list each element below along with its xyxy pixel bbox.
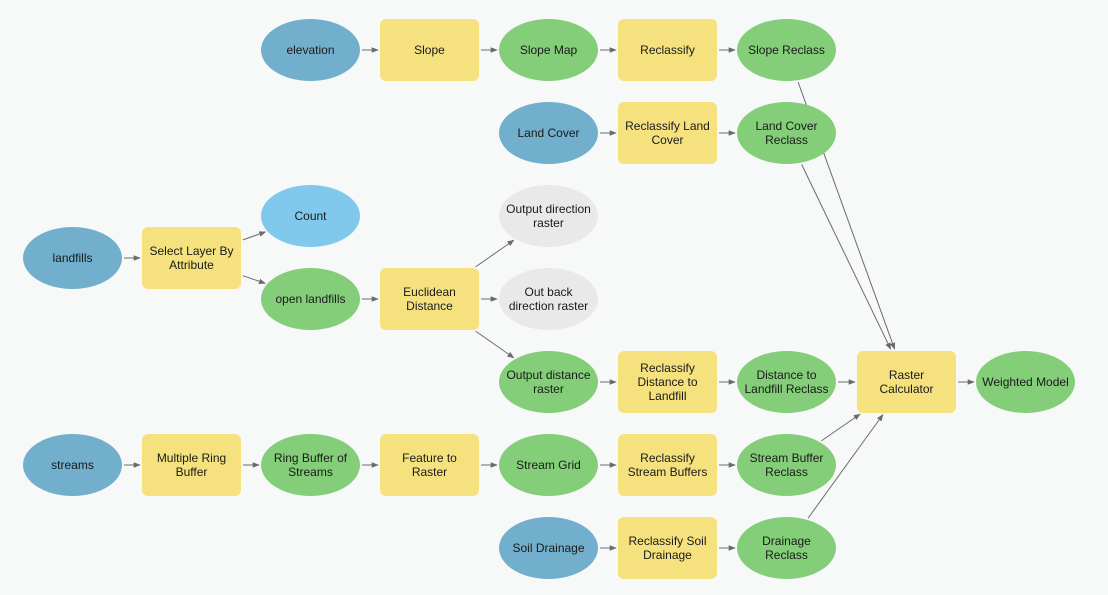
node-label: streams (51, 458, 94, 472)
multiple-ring-buffer-tool-node[interactable]: Multiple Ring Buffer (142, 434, 241, 496)
output-distance-raster-node[interactable]: Output distance raster (499, 351, 598, 413)
node-label: Reclassify (640, 43, 695, 57)
slope-tool-node[interactable]: Slope (380, 19, 479, 81)
node-label: Land Cover Reclass (755, 119, 818, 147)
reclassify-stream-buffers-tool-node[interactable]: Reclassify Stream Buffers (618, 434, 717, 496)
node-label: Land Cover (517, 126, 580, 140)
feature-to-raster-tool-node[interactable]: Feature to Raster (380, 434, 479, 496)
node-label: Reclassify Land Cover (625, 119, 710, 147)
landfills-input-node[interactable]: landfills (23, 227, 122, 289)
connector-euclidean-distance-to-output-distance-raster[interactable] (475, 330, 515, 359)
streams-input-node[interactable]: streams (23, 434, 122, 496)
raster-calculator-tool-node[interactable]: Raster Calculator (857, 351, 956, 413)
count-variable-node[interactable]: Count (261, 185, 360, 247)
node-label: Slope Reclass (748, 43, 825, 57)
slope-reclass-output-node[interactable]: Slope Reclass (737, 19, 836, 81)
reclassify-tool-node[interactable]: Reclassify (618, 19, 717, 81)
weighted-model-output-node[interactable]: Weighted Model (976, 351, 1075, 413)
node-label: Distance to Landfill Reclass (744, 368, 829, 396)
open-landfills-output-node[interactable]: open landfills (261, 268, 360, 330)
output-direction-raster-node[interactable]: Output direction raster (499, 185, 598, 247)
node-label: Reclassify Stream Buffers (627, 451, 708, 479)
euclidean-distance-tool-node[interactable]: Euclidean Distance (380, 268, 479, 330)
node-label: Stream Grid (516, 458, 581, 472)
node-label: Output distance raster (506, 368, 591, 396)
connector-select-layer-by-attribute-to-open-landfills[interactable] (242, 275, 266, 285)
reclassify-distance-tool-node[interactable]: Reclassify Distance to Landfill (618, 351, 717, 413)
node-label: Slope (414, 43, 445, 57)
node-label: Select Layer By Attribute (149, 244, 234, 272)
stream-buffer-reclass-output-node[interactable]: Stream Buffer Reclass (737, 434, 836, 496)
elevation-input-node[interactable]: elevation (261, 19, 360, 81)
connector-land-cover-reclass-to-raster-calculator[interactable] (801, 164, 892, 350)
node-label: Feature to Raster (402, 451, 457, 479)
connector-euclidean-distance-to-output-direction-raster[interactable] (475, 239, 515, 268)
node-label: Soil Drainage (512, 541, 585, 555)
connector-drainage-reclass-to-raster-calculator[interactable] (807, 414, 884, 519)
node-label: Drainage Reclass (762, 534, 811, 562)
node-label: open landfills (275, 292, 346, 306)
node-label: Reclassify Distance to Landfill (637, 361, 698, 403)
reclassify-land-cover-tool-node[interactable]: Reclassify Land Cover (618, 102, 717, 164)
node-label: elevation (286, 43, 335, 57)
node-label: landfills (52, 251, 93, 265)
node-label: Stream Buffer Reclass (749, 451, 824, 479)
stream-grid-output-node[interactable]: Stream Grid (499, 434, 598, 496)
land-cover-reclass-output-node[interactable]: Land Cover Reclass (737, 102, 836, 164)
select-layer-by-attribute-tool-node[interactable]: Select Layer By Attribute (142, 227, 241, 289)
node-label: Count (294, 209, 327, 223)
drainage-reclass-output-node[interactable]: Drainage Reclass (737, 517, 836, 579)
node-label: Raster Calculator (879, 368, 934, 396)
connector-select-layer-by-attribute-to-count[interactable] (242, 231, 267, 241)
node-label: Weighted Model (982, 375, 1069, 389)
node-label: Out back direction raster (508, 285, 589, 313)
slope-map-output-node[interactable]: Slope Map (499, 19, 598, 81)
node-label: Slope Map (519, 43, 578, 57)
node-label: Reclassify Soil Drainage (628, 534, 707, 562)
node-label: Euclidean Distance (403, 285, 456, 313)
node-label: Ring Buffer of Streams (273, 451, 348, 479)
out-back-direction-raster-node[interactable]: Out back direction raster (499, 268, 598, 330)
land-cover-input-node[interactable]: Land Cover (499, 102, 598, 164)
node-label: Multiple Ring Buffer (156, 451, 227, 479)
ring-buffer-output-node[interactable]: Ring Buffer of Streams (261, 434, 360, 496)
soil-drainage-input-node[interactable]: Soil Drainage (499, 517, 598, 579)
distance-reclass-output-node[interactable]: Distance to Landfill Reclass (737, 351, 836, 413)
node-label: Output direction raster (506, 202, 591, 230)
connector-stream-buffer-reclass-to-raster-calculator[interactable] (821, 413, 861, 442)
reclassify-soil-drainage-tool-node[interactable]: Reclassify Soil Drainage (618, 517, 717, 579)
